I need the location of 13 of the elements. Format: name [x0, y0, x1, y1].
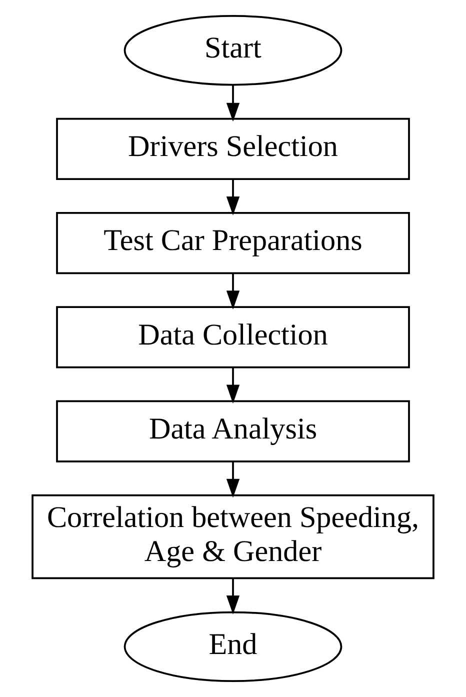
node-ellipse: Start — [124, 15, 342, 86]
node-box: Test Car Preparations — [56, 212, 410, 274]
node-box: Data Collection — [56, 306, 410, 368]
arrow — [226, 274, 240, 310]
arrow — [226, 179, 240, 216]
arrow — [226, 462, 240, 498]
arrow — [226, 368, 240, 404]
arrow — [226, 85, 240, 122]
node-ellipse: End — [124, 611, 342, 682]
node-box: Drivers Selection — [56, 118, 410, 180]
node-box: Data Analysis — [56, 400, 410, 462]
arrow — [226, 578, 240, 614]
node-box: Correlation between Speeding, Age & Gender — [32, 494, 434, 580]
